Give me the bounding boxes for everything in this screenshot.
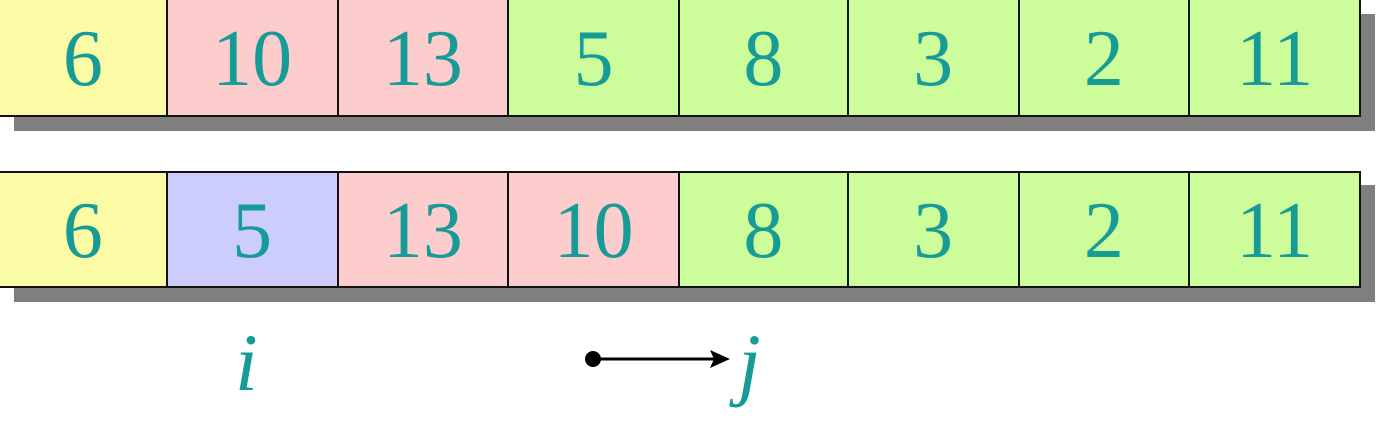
array-cell: 8 (678, 0, 847, 115)
array-cell: 13 (336, 173, 508, 286)
array-cell: 3 (846, 173, 1018, 286)
array-cell: 10 (507, 173, 678, 286)
array-cell: 10 (165, 0, 337, 115)
array-cell: 8 (678, 173, 847, 286)
array-cell: 5 (165, 173, 337, 286)
array-row-before: 6 10 13 5 8 3 2 11 (0, 0, 1375, 131)
array-cells: 6 5 13 10 8 3 2 11 (0, 171, 1361, 288)
array-cell: 6 (0, 0, 166, 115)
pointer-j-label: j (738, 317, 761, 408)
array-cell: 2 (1017, 0, 1189, 115)
pointer-i-label: i (235, 317, 258, 408)
array-cell: 2 (1017, 173, 1189, 286)
array-cell: 13 (336, 0, 508, 115)
array-cell: 5 (507, 0, 678, 115)
array-cell: 11 (1188, 0, 1359, 115)
array-cells: 6 10 13 5 8 3 2 11 (0, 0, 1361, 117)
array-cell: 6 (0, 173, 166, 286)
array-cell: 3 (846, 0, 1018, 115)
array-cell: 11 (1188, 173, 1359, 286)
pointer-advance-arrow-icon (585, 350, 730, 368)
array-row-after: 6 5 13 10 8 3 2 11 (0, 171, 1375, 302)
